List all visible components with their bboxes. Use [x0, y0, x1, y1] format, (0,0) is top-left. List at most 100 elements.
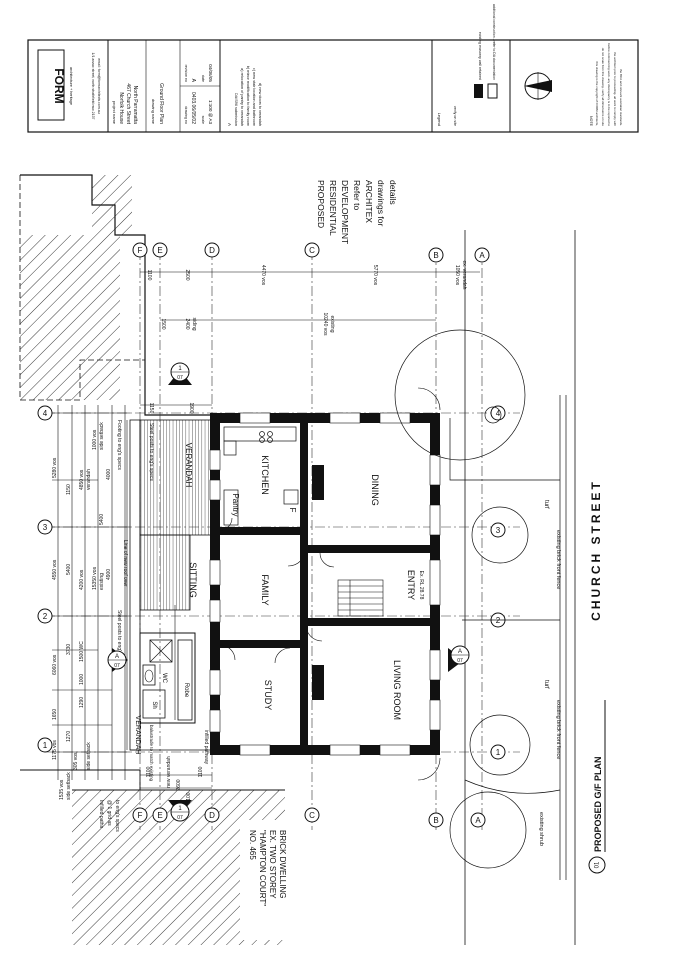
prop-dev-line-4: Refer to [352, 180, 362, 211]
proposed-development-note: PROPOSED RESIDENTIAL DEVELOPMENT Refer t… [316, 180, 398, 244]
dim-3730: 3730 [66, 644, 72, 655]
dim-r-2400: 2400 [184, 318, 190, 329]
room-pantry: Pantry [231, 493, 240, 516]
prop-dev-line-5: ARCHITEX [364, 180, 374, 223]
plan-title: 01 PROPOSED G/F PLAN [588, 700, 606, 874]
date: 04/06/05 [208, 64, 213, 82]
room-family: FAMILY [260, 574, 270, 605]
section-1-bottom: 1 07 [168, 800, 192, 822]
tree-large [394, 329, 526, 461]
dim-r-1900: 1900 [188, 402, 194, 413]
project-label: project name [112, 101, 117, 125]
prop-dev-line-7: details [388, 180, 398, 205]
floor-plan-walls [210, 413, 440, 755]
section-markers: A 07 A 07 1 07 1 07 [107, 362, 470, 822]
neighbour-hatch-top [20, 235, 120, 400]
note-steel-posts-2: Steel posts to eng's specs [116, 610, 122, 668]
note-line-4: the architect prior to proceeding. all w… [613, 52, 617, 126]
neighbour-line-4: BRICK DWELLING [278, 830, 287, 898]
dim-l-1100: 1100 [146, 766, 152, 777]
grid-a-bottom: A [475, 816, 481, 825]
dim-1650: 1650 [52, 709, 58, 720]
dim-4900: 4900 [106, 569, 112, 580]
dim-305: 305 vos [73, 752, 79, 770]
grid-e-bottom: E [157, 811, 162, 820]
section-a-top-sheet: 07 [114, 663, 120, 669]
stair [337, 579, 384, 617]
dim-5280: 5280 vos [52, 457, 58, 478]
firm-logo: FORM [52, 68, 66, 103]
shower-label: Sh [151, 701, 157, 708]
rev-a-line-2: a) relocation of pantry to verandah [240, 68, 244, 126]
room-dining: DINING [370, 474, 380, 506]
dim-1175: 1175 vos [52, 740, 58, 760]
grid-f-bottom: F [138, 811, 143, 820]
section-1-top: 1 07 [168, 362, 192, 385]
dimension-texts-right: 1100 2500 4470 vos 5770 vos 1050 vos ex.… [146, 261, 467, 414]
section-1-top-sheet: 07 [177, 375, 183, 381]
grid-4-left: 4 [43, 409, 48, 418]
dim-existing: existing [99, 573, 105, 590]
scale: 1:100 @ A3 [208, 100, 213, 125]
front-garden [394, 329, 567, 880]
room-study: STUDY [263, 680, 273, 711]
rev-a-line-3: b) minor modification to family room [246, 66, 250, 126]
note-line-5: the BCA and relevant australian standard… [619, 69, 623, 126]
rev-a-mark: A [227, 123, 232, 126]
dim-5400b: 5400 [99, 514, 105, 525]
neighbour-line-3: EX. TWO STOREY [268, 830, 277, 899]
dim-6060: 6060 vos [52, 654, 58, 675]
dim-1500: 1500 WC [79, 641, 85, 662]
dim-r-1050: 1050 vos [454, 265, 460, 286]
dim-r-4470: 4470 vos [260, 265, 266, 286]
grid-3-left: 3 [43, 523, 48, 532]
grid-1-left: 1 [43, 741, 48, 750]
brick-fence-1: existing brick front fence [555, 530, 561, 589]
dim-1150: 1150 [66, 484, 72, 495]
grid-f-top: F [138, 246, 143, 255]
rev-a-line-4: c) new stair location and bathroom [252, 68, 256, 126]
dimension-texts-top: 1175 vos 1650 6060 vos 3730 4550 vos 115… [52, 422, 112, 800]
bathroom-addition [139, 632, 196, 724]
neighbour-hatch-bottom [72, 790, 285, 945]
revision-label: revision no [184, 65, 188, 82]
drawing-no-label: drawing no [184, 106, 188, 124]
prop-dev-line-3: DEVELOPMENT [340, 180, 350, 244]
grid-1-right: 1 [496, 748, 501, 757]
grid-4-right: 4 [496, 409, 501, 418]
note-line-3: before commencing work. any discrepancy … [607, 43, 611, 126]
section-a-top-letter: A [115, 654, 119, 660]
section-a-top: A 07 [107, 648, 128, 672]
revision: A [190, 79, 196, 83]
room-labels: KITCHEN Pantry F DINING FAMILY SITTING S… [134, 443, 424, 755]
note-line-1: this drawing is the copyright of FORM ar… [595, 61, 599, 126]
room-living: LIVING ROOM [392, 660, 402, 720]
garden-labels: turf turf existing shrub existing brick … [538, 479, 603, 846]
legend-label: Legend [437, 113, 442, 126]
project-line-3: North Parramatta [132, 86, 138, 125]
dim-l-1100b: 1100 [198, 766, 204, 777]
dim-l-new-verandah: new verandah [166, 756, 172, 788]
wc-label: WC [161, 673, 167, 684]
brick-fence-2: existing brick front fence [555, 700, 561, 759]
room-kitchen: KITCHEN [260, 455, 270, 495]
dim-1000: 1000 [79, 674, 85, 685]
grid-3-right: 3 [496, 526, 501, 535]
legend-verify: verify on site [453, 106, 457, 126]
date-label: date [201, 75, 205, 82]
project-line-2: 467 Church Street [125, 83, 131, 124]
tree-small [484, 406, 502, 424]
dim-r-5770: 5770 vos [372, 265, 378, 286]
tree-mid-1 [471, 506, 529, 564]
scale-label: scale [201, 116, 205, 124]
existing-shrub: existing shrub [538, 812, 544, 846]
dim-verandah: verandah [86, 469, 92, 490]
rear-verandah [126, 419, 213, 751]
dim-r-1500: 1500 [160, 318, 166, 329]
dim-r-2500: 2500 [184, 269, 190, 280]
title-block: FORM architecture + heritage 1/1 anzac s… [27, 4, 639, 133]
note-infilled-pathway: infilled pathway [203, 730, 209, 765]
note-footing: Footing to eng's specs [116, 420, 122, 470]
prop-dev-line-2: RESIDENTIAL [328, 180, 338, 236]
